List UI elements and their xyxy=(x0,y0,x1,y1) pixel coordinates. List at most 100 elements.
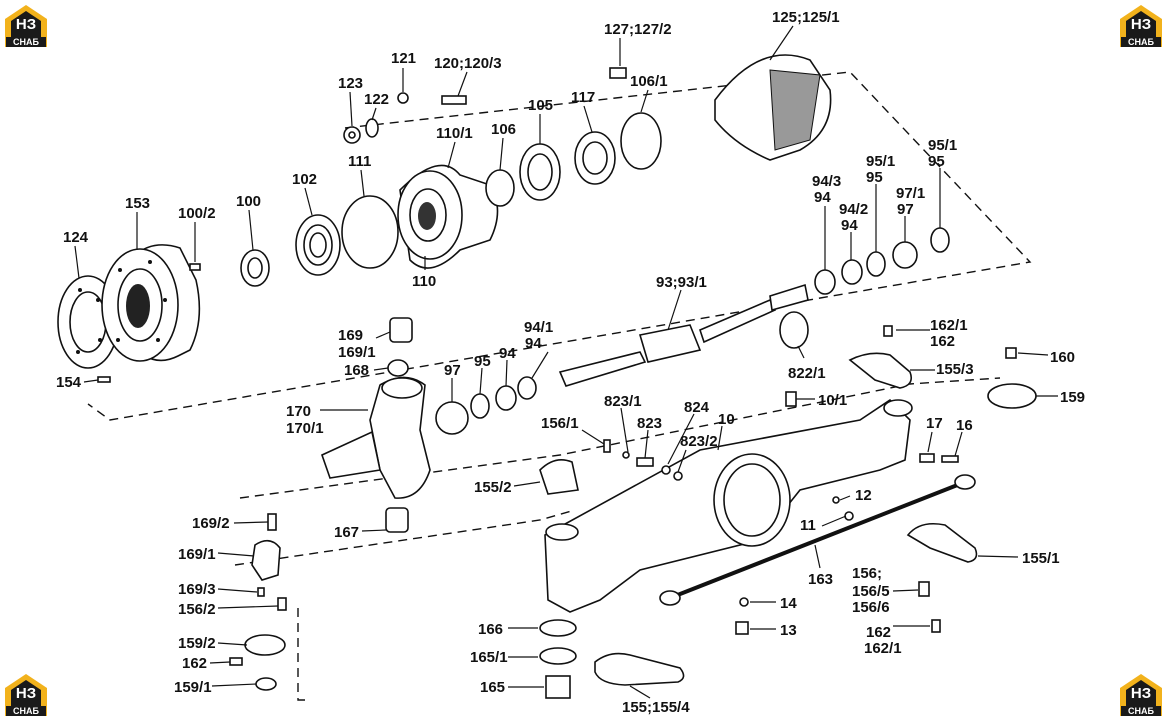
label-94-d: 94 xyxy=(499,345,516,362)
ring-94 xyxy=(495,385,517,411)
bearing-822-1 xyxy=(779,311,809,349)
washer-122 xyxy=(365,118,379,138)
logo-bottom-right: НЗ СНАБ xyxy=(1118,672,1164,718)
label-105: 105 xyxy=(528,97,553,114)
screw-16 xyxy=(941,455,959,463)
label-162-bottom: 162 xyxy=(866,624,891,641)
label-167: 167 xyxy=(334,524,359,541)
brake-drum-153 xyxy=(101,244,201,362)
label-94-1: 94/1 xyxy=(524,319,553,336)
logo-subtext: СНАБ xyxy=(6,706,46,716)
ring-94-2 xyxy=(841,259,863,285)
nipple-14 xyxy=(739,597,749,607)
label-94-2: 94/2 xyxy=(839,201,868,218)
label-125: 125;125/1 xyxy=(772,9,840,26)
label-156: 156; xyxy=(852,565,882,582)
ring-159-1 xyxy=(255,677,277,691)
ring-117 xyxy=(574,131,616,185)
bearing-102 xyxy=(295,214,341,276)
bearing-97 xyxy=(435,401,469,435)
label-93: 93;93/1 xyxy=(656,274,707,291)
arm-155-3 xyxy=(848,352,913,389)
label-162-left: 162 xyxy=(182,655,207,672)
tie-rod-163 xyxy=(659,474,976,606)
knuckle-frame xyxy=(234,509,576,566)
bushing-169 xyxy=(389,317,413,343)
bolt-156-1 xyxy=(603,439,611,453)
arm-155-1 xyxy=(906,522,978,563)
ring-168 xyxy=(387,359,409,377)
bolt-10-1 xyxy=(785,391,797,407)
label-95-c: 95 xyxy=(474,353,491,370)
label-155-2: 155/2 xyxy=(474,479,512,496)
screw-162-1 xyxy=(931,619,941,633)
screw-100-2 xyxy=(189,263,201,271)
nut-165 xyxy=(545,675,571,699)
label-110: 110 xyxy=(412,273,436,290)
label-823: 823 xyxy=(637,415,662,432)
logo-subtext: СНАБ xyxy=(1121,706,1161,716)
washer-165-1 xyxy=(539,647,577,665)
label-824: 824 xyxy=(684,399,710,416)
logo-subtext: СНАБ xyxy=(1121,37,1161,47)
label-95-top: 95 xyxy=(928,153,945,170)
washer-166 xyxy=(539,619,577,637)
label-100: 100 xyxy=(236,193,261,210)
label-10: 10 xyxy=(718,411,735,428)
label-154: 154 xyxy=(56,374,82,391)
label-123: 123 xyxy=(338,75,363,92)
screw-162-left xyxy=(229,657,243,666)
label-11: 11 xyxy=(800,517,816,534)
label-169-3: 169/3 xyxy=(178,581,216,598)
axle-shaft-frame xyxy=(239,377,1001,499)
label-169-1-bottom: 169/1 xyxy=(178,546,216,563)
label-823-2: 823/2 xyxy=(680,433,718,450)
label-13: 13 xyxy=(780,622,797,639)
label-823-1: 823/1 xyxy=(604,393,642,410)
label-156-5: 156/5 xyxy=(852,583,890,600)
bolt-169-2 xyxy=(267,513,277,531)
label-10-1: 10/1 xyxy=(818,392,847,409)
hub-110 xyxy=(397,164,499,269)
label-97-a: 97 xyxy=(897,201,914,218)
label-94-c: 94 xyxy=(525,335,542,352)
label-168: 168 xyxy=(344,362,369,379)
lever-169-1 xyxy=(251,539,281,581)
logo-top-left: НЗ СНАБ xyxy=(3,3,49,49)
part-labels: 121 123 122 120;120/3 127;127/2 125;125/… xyxy=(56,9,1085,716)
label-163: 163 xyxy=(808,571,833,588)
washer-121 xyxy=(397,92,409,104)
label-166: 166 xyxy=(478,621,503,638)
axle-housing-10 xyxy=(544,398,913,613)
label-94-b: 94 xyxy=(841,217,858,234)
label-159-2: 159/2 xyxy=(178,635,216,652)
bolt-156-5 xyxy=(918,581,930,597)
label-97-1: 97/1 xyxy=(896,185,925,202)
brake-shoe-125 xyxy=(714,54,832,161)
label-95-mid: 95 xyxy=(866,169,883,186)
ring-94-1 xyxy=(517,376,537,400)
logo-text: НЗ xyxy=(1130,16,1152,33)
label-122: 122 xyxy=(364,91,389,108)
label-165-1: 165/1 xyxy=(470,649,508,666)
axle-shaft-93 xyxy=(558,283,809,387)
label-117: 117 xyxy=(571,89,595,106)
plate-159 xyxy=(987,383,1037,409)
lever-155-2 xyxy=(539,459,579,495)
ring-95-1b xyxy=(930,227,950,253)
label-162-1-top: 162/1 xyxy=(930,317,968,334)
house-icon xyxy=(1120,5,1162,47)
screw-17 xyxy=(919,453,935,463)
label-159: 159 xyxy=(1060,389,1085,406)
label-169: 169 xyxy=(338,327,363,344)
leader-lines xyxy=(74,25,1058,699)
label-16: 16 xyxy=(956,417,973,434)
label-124: 124 xyxy=(63,229,89,246)
label-159-1: 159/1 xyxy=(174,679,212,696)
label-156-6: 156/6 xyxy=(852,599,890,616)
label-121: 121 xyxy=(391,50,416,67)
house-icon xyxy=(1120,674,1162,716)
ring-95-1 xyxy=(866,251,886,277)
label-169-2: 169/2 xyxy=(192,515,230,532)
label-14: 14 xyxy=(780,595,797,612)
